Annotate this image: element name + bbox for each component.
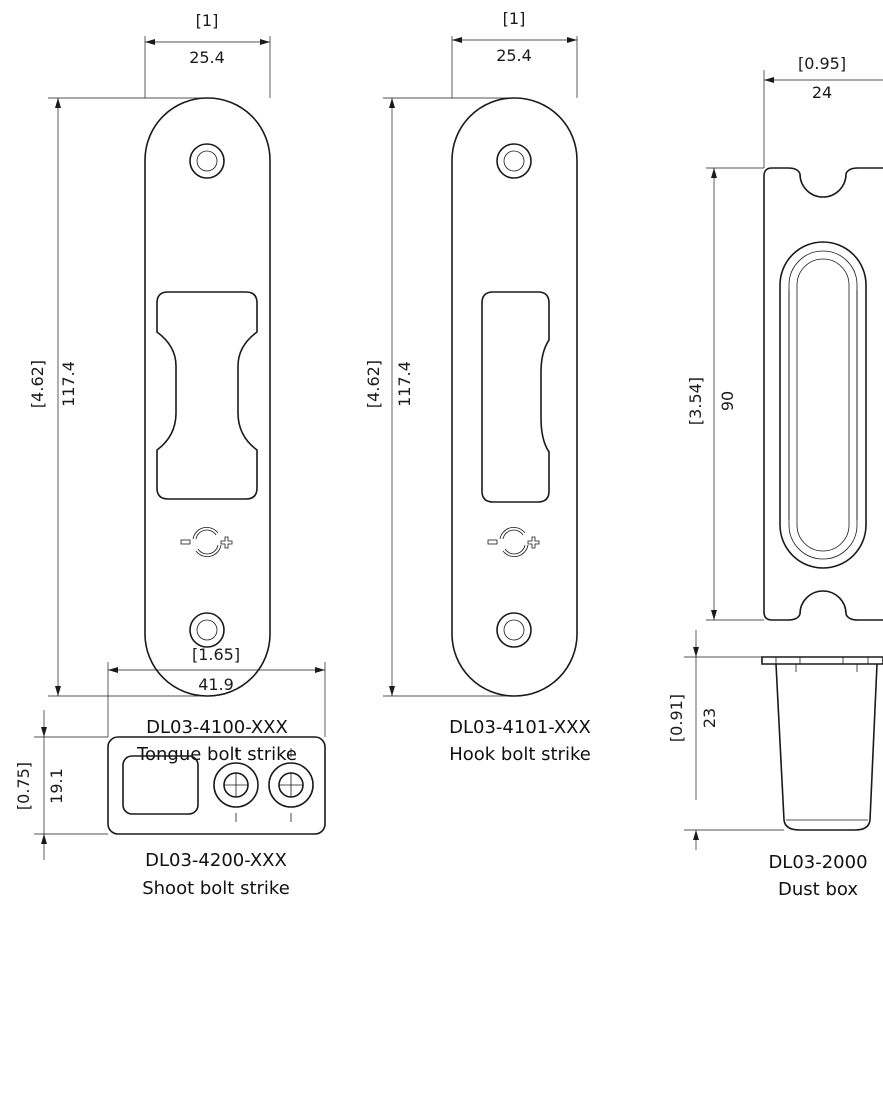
dust-box-cup: [761, 656, 883, 831]
hook-width-in: [1]: [503, 9, 526, 28]
hook-bolt-strike: [1] 25.4 [4.62] 117.4 DL03-4101-XXX Hook…: [364, 9, 591, 765]
shoot-width-in: [1.65]: [192, 645, 240, 664]
tongue-adjust-icon: [180, 526, 233, 558]
shoot-height-in: [0.75]: [14, 762, 33, 810]
shoot-bolt-pocket: [122, 755, 199, 815]
dust-part-code: DL03-2000: [768, 852, 867, 873]
hook-height-in: [4.62]: [364, 360, 383, 408]
shoot-hole-right: [268, 748, 314, 822]
tongue-part-name: Tongue bolt strike: [136, 744, 297, 765]
hook-height-mm: 117.4: [395, 361, 414, 407]
shoot-width-mm: 41.9: [198, 675, 234, 694]
dust-depth-in: [0.91]: [667, 694, 686, 742]
hook-top-hole: [496, 143, 532, 179]
tongue-height-in: [4.62]: [28, 360, 47, 408]
dust-height-in: [3.54]: [686, 377, 705, 425]
tongue-top-hole: [189, 143, 225, 179]
tongue-bottom-hole: [189, 612, 225, 648]
hook-bottom-hole: [496, 612, 532, 648]
shoot-hole-left: [213, 748, 259, 822]
tongue-bolt-slot: [156, 291, 258, 500]
tongue-bolt-strike: [1] 25.4 [4.62] 117.4 DL03-4100-XXX Tong…: [28, 11, 297, 765]
hook-part-code: DL03-4101-XXX: [449, 717, 591, 738]
shoot-height-mm: 19.1: [47, 768, 66, 804]
tongue-width-mm: 25.4: [189, 48, 225, 67]
tongue-height-mm: 117.4: [59, 361, 78, 407]
tongue-part-code: DL03-4100-XXX: [146, 717, 288, 738]
shoot-part-code: DL03-4200-XXX: [145, 850, 287, 871]
dust-box-flange: [763, 167, 883, 621]
dust-width-in: [0.95]: [798, 54, 846, 73]
dust-box: [0.95] 24 [3.54] 90 [0.91] 23 DL03-2000 …: [667, 54, 883, 900]
dust-depth-mm: 23: [700, 708, 719, 728]
dust-part-name: Dust box: [778, 879, 858, 900]
tongue-strike-plate: [144, 97, 271, 697]
hook-bolt-slot: [481, 291, 550, 503]
tongue-width-in: [1]: [196, 11, 219, 30]
hook-adjust-icon: [487, 526, 540, 558]
shoot-part-name: Shoot bolt strike: [142, 878, 290, 899]
dust-width-mm: 24: [812, 83, 832, 102]
dust-height-mm: 90: [718, 391, 737, 411]
hook-strike-plate: [451, 97, 578, 697]
shoot-bolt-strike: [1.65] 41.9 [0.75] 19.1 DL03-4200-XXX Sh…: [14, 645, 326, 899]
hook-width-mm: 25.4: [496, 46, 532, 65]
shoot-strike-plate: [107, 736, 326, 835]
dust-box-opening: [779, 241, 867, 569]
hook-part-name: Hook bolt strike: [449, 744, 591, 765]
